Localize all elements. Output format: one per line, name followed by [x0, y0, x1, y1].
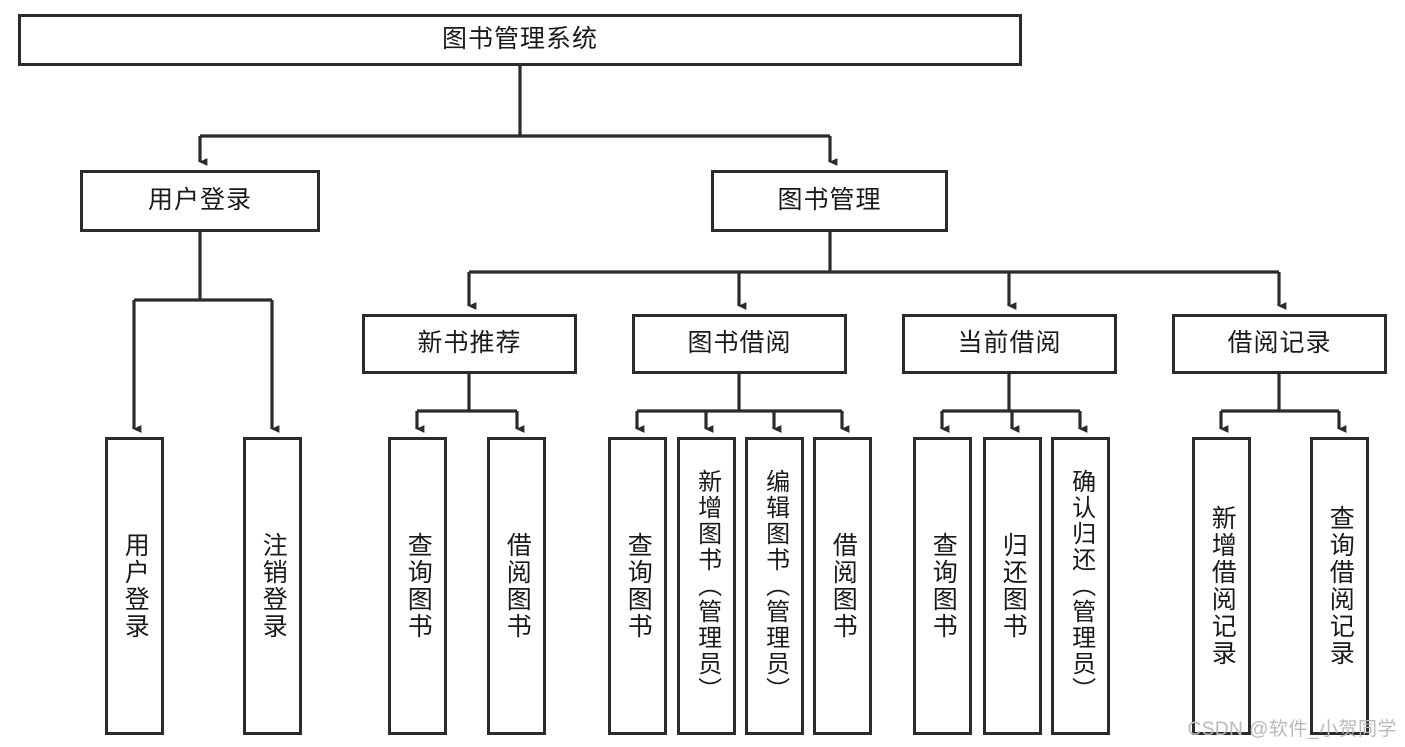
node-user-login[interactable]: 用户登录 — [80, 170, 320, 232]
node-leaf-borrow-book-rec[interactable]: 借阅图书 — [487, 437, 546, 735]
node-leaf-borrow-book-label: 借阅图书 — [829, 532, 858, 640]
node-root-label: 图书管理系统 — [441, 25, 598, 54]
node-new-book-rec-label: 新书推荐 — [417, 329, 522, 358]
node-leaf-return-book-label: 归还图书 — [999, 532, 1028, 640]
node-leaf-add-book-admin-label: 新增图书（管理员） — [693, 469, 721, 703]
node-book-borrow-label: 图书借阅 — [687, 329, 792, 358]
node-leaf-query-book-rec-label: 查询图书 — [404, 532, 433, 640]
node-leaf-query-book-borrow-label: 查询图书 — [624, 532, 653, 640]
node-leaf-add-borrow-record[interactable]: 新增借阅记录 — [1192, 437, 1251, 735]
node-current-borrow[interactable]: 当前借阅 — [902, 314, 1117, 374]
csdn-watermark: CSDN @软件_小贺同学 — [1187, 719, 1397, 740]
node-leaf-user-logout-label: 注销登录 — [259, 532, 288, 640]
node-leaf-edit-book-admin-label: 编辑图书（管理员） — [761, 469, 789, 703]
node-book-manage-label: 图书管理 — [777, 186, 882, 215]
node-book-borrow[interactable]: 图书借阅 — [632, 314, 847, 374]
node-leaf-borrow-book-rec-label: 借阅图书 — [503, 532, 532, 640]
node-leaf-edit-book-admin[interactable]: 编辑图书（管理员） — [745, 437, 804, 735]
node-leaf-confirm-return-admin-label: 确认归还（管理员） — [1067, 469, 1095, 703]
node-leaf-query-book-current-label: 查询图书 — [929, 532, 958, 640]
node-leaf-add-book-admin[interactable]: 新增图书（管理员） — [677, 437, 736, 735]
node-leaf-query-borrow-record-label: 查询借阅记录 — [1326, 505, 1355, 667]
node-leaf-add-borrow-record-label: 新增借阅记录 — [1208, 505, 1237, 667]
node-leaf-query-borrow-record[interactable]: 查询借阅记录 — [1310, 437, 1369, 735]
node-borrow-record-label: 借阅记录 — [1227, 329, 1332, 358]
node-leaf-user-login[interactable]: 用户登录 — [105, 437, 164, 735]
node-leaf-query-book-current[interactable]: 查询图书 — [913, 437, 972, 735]
node-user-login-label: 用户登录 — [147, 186, 252, 215]
node-leaf-borrow-book[interactable]: 借阅图书 — [813, 437, 872, 735]
node-current-borrow-label: 当前借阅 — [957, 329, 1062, 358]
node-leaf-user-login-label: 用户登录 — [121, 532, 150, 640]
node-leaf-user-logout[interactable]: 注销登录 — [243, 437, 302, 735]
node-book-manage[interactable]: 图书管理 — [711, 170, 948, 232]
node-borrow-record[interactable]: 借阅记录 — [1172, 314, 1387, 374]
node-leaf-query-book-rec[interactable]: 查询图书 — [388, 437, 447, 735]
node-leaf-query-book-borrow[interactable]: 查询图书 — [608, 437, 667, 735]
node-leaf-return-book[interactable]: 归还图书 — [983, 437, 1042, 735]
node-root[interactable]: 图书管理系统 — [18, 14, 1022, 66]
node-leaf-confirm-return-admin[interactable]: 确认归还（管理员） — [1051, 437, 1110, 735]
node-new-book-rec[interactable]: 新书推荐 — [362, 314, 577, 374]
